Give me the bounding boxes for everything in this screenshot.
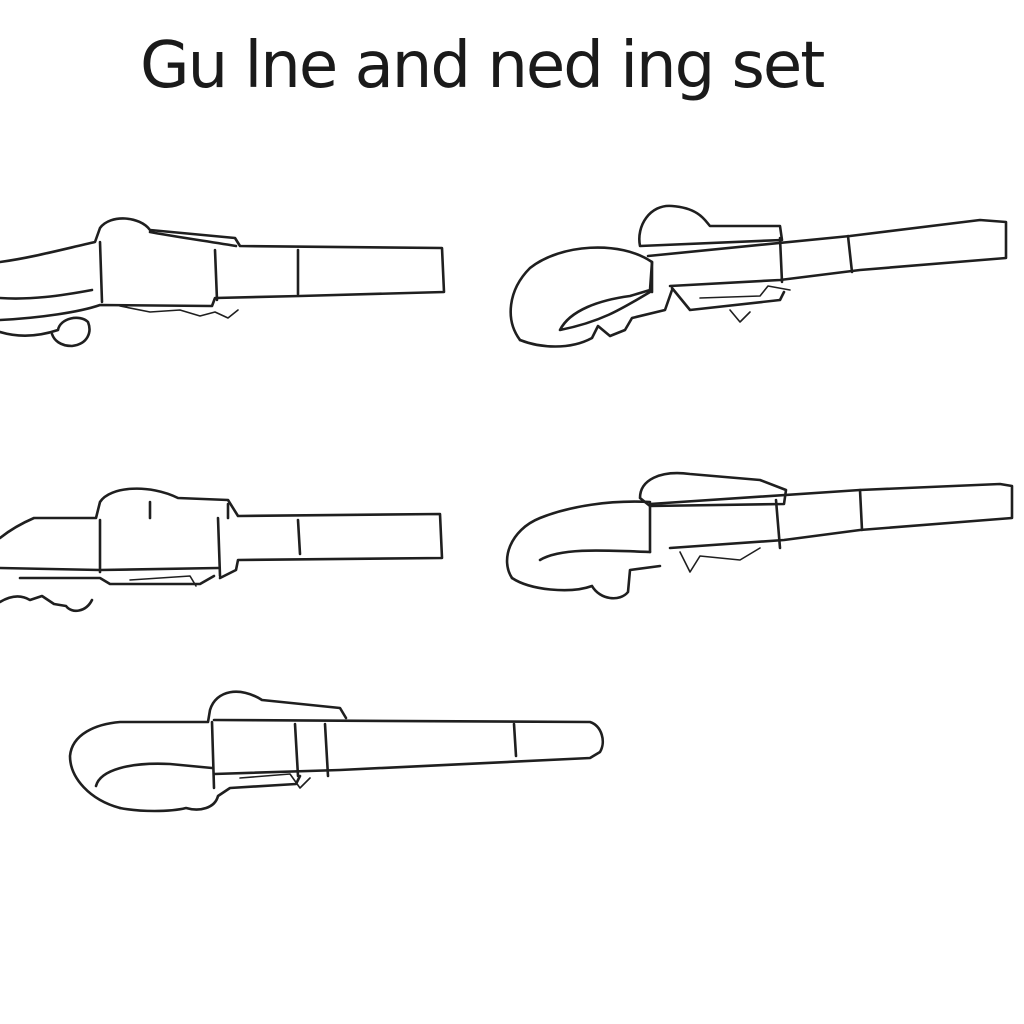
sketch-5 <box>68 690 604 813</box>
page-title: Gu lne and ned ing set <box>140 29 825 103</box>
sketch-3 <box>0 487 444 613</box>
sketch-1 <box>0 217 446 348</box>
sketch-4 <box>505 471 1014 600</box>
sketch-2 <box>509 204 1008 348</box>
